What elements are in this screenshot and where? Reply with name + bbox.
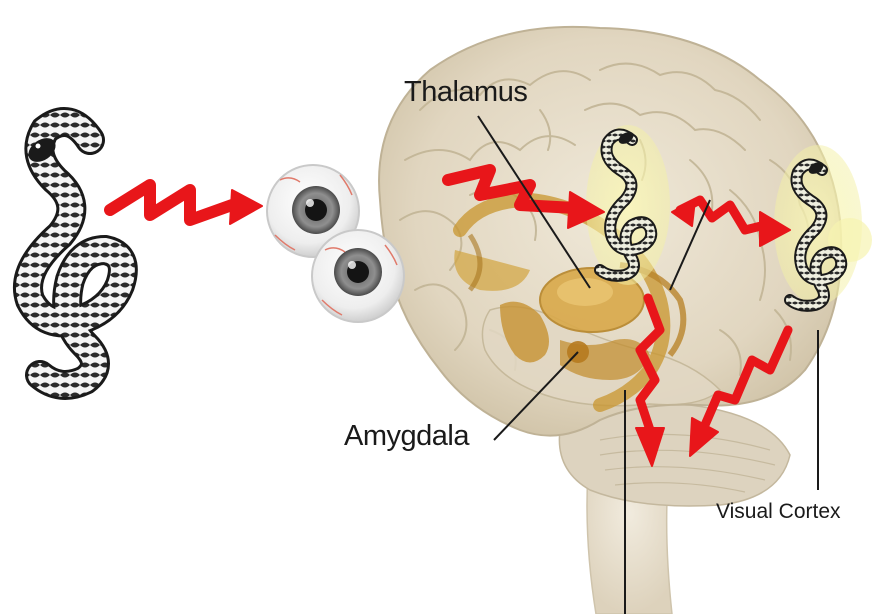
- visual-cortex-label: Visual Cortex: [716, 500, 841, 524]
- brain-illustration: [379, 27, 841, 614]
- eyeball-icon: [312, 230, 404, 322]
- snake-icon: [24, 122, 123, 385]
- amygdala-label: Amygdala: [344, 420, 469, 453]
- arrow-snake-to-eyes: [110, 185, 262, 224]
- thalamus-label: Thalamus: [404, 76, 527, 109]
